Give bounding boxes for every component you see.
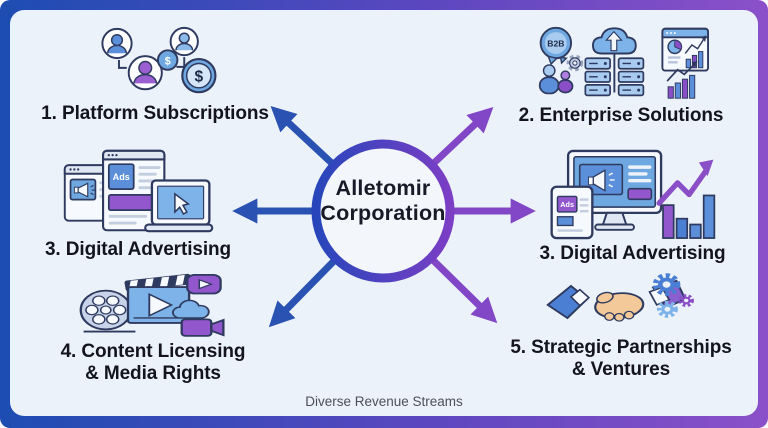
b2b-label: B2B [547, 38, 564, 48]
stream-label-digital-advertising-right: 3. Digital Advertising [539, 243, 726, 264]
stream-label-enterprise-solutions: 2. Enterprise Solutions [518, 105, 724, 126]
ads-browser-laptop-icon: Ads [63, 149, 213, 233]
stream-content-licensing: 4. Content Licensing & Media Rights [28, 272, 278, 386]
stream-platform-subscriptions: $ $ 1. Platform Subscriptions [26, 24, 284, 125]
monitor-ads-chart-icon: Ads [549, 149, 715, 240]
hub-circle [311, 139, 455, 283]
dollar-bubble-label: $ [164, 55, 170, 67]
stream-enterprise-solutions: B2B [492, 24, 750, 127]
stream-label-platform-subscriptions: 1. Platform Subscriptions [41, 103, 269, 124]
users-money-icon: $ $ [100, 26, 216, 94]
stream-label-strategic-partnerships: 5. Strategic Partnerships & Ventures [510, 337, 732, 381]
handshake-gears-icon [546, 273, 694, 322]
b2b-cloud-servers-icon: B2B [538, 26, 709, 99]
hub-title: Alletomir Corporation [320, 176, 446, 226]
stream-strategic-partnerships: 5. Strategic Partnerships & Ventures [492, 270, 750, 382]
footer-caption: Diverse Revenue Streams [305, 394, 463, 409]
stream-label-content-licensing: 4. Content Licensing & Media Rights [60, 341, 246, 385]
stream-digital-advertising-right: Ads 3. Digital Advertising [505, 148, 760, 265]
stream-digital-advertising-left: Ads 3. Digital Advertising [14, 146, 262, 261]
ads-label-right: Ads [560, 200, 574, 209]
stream-label-digital-advertising-left: 3. Digital Advertising [44, 239, 232, 260]
dollar-coin-label: $ [194, 68, 203, 85]
media-content-icon [79, 273, 225, 337]
ads-label-left: Ads [112, 172, 129, 182]
